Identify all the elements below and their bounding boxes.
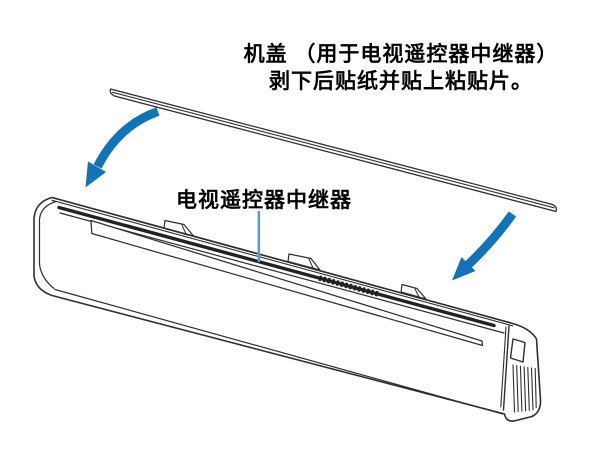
right-curved-arrow-icon: [452, 211, 517, 281]
left-curved-arrow-icon: [85, 107, 160, 188]
soundbar-body: [33, 196, 542, 422]
rear-tab-right: [400, 283, 427, 300]
repeater-window-hatch: [318, 275, 379, 297]
repeater-strip: [57, 205, 496, 328]
cover-instruction-line1: 机盖 （用于电视遥控器中继器）: [243, 43, 559, 66]
cover-strip: [109, 88, 558, 213]
front-slot: [90, 219, 484, 347]
cap-grille: [512, 364, 537, 413]
cap-port: [509, 338, 526, 363]
right-end-cap: [500, 325, 537, 413]
cover-instruction-line2: 剥下后贴纸并贴上粘贴片。: [269, 70, 533, 93]
repeater-label: 电视遥控器中继器: [176, 189, 352, 212]
cover-instruction-note: 机盖 （用于电视遥控器中继器） 剥下后贴纸并贴上粘贴片。: [215, 41, 587, 95]
